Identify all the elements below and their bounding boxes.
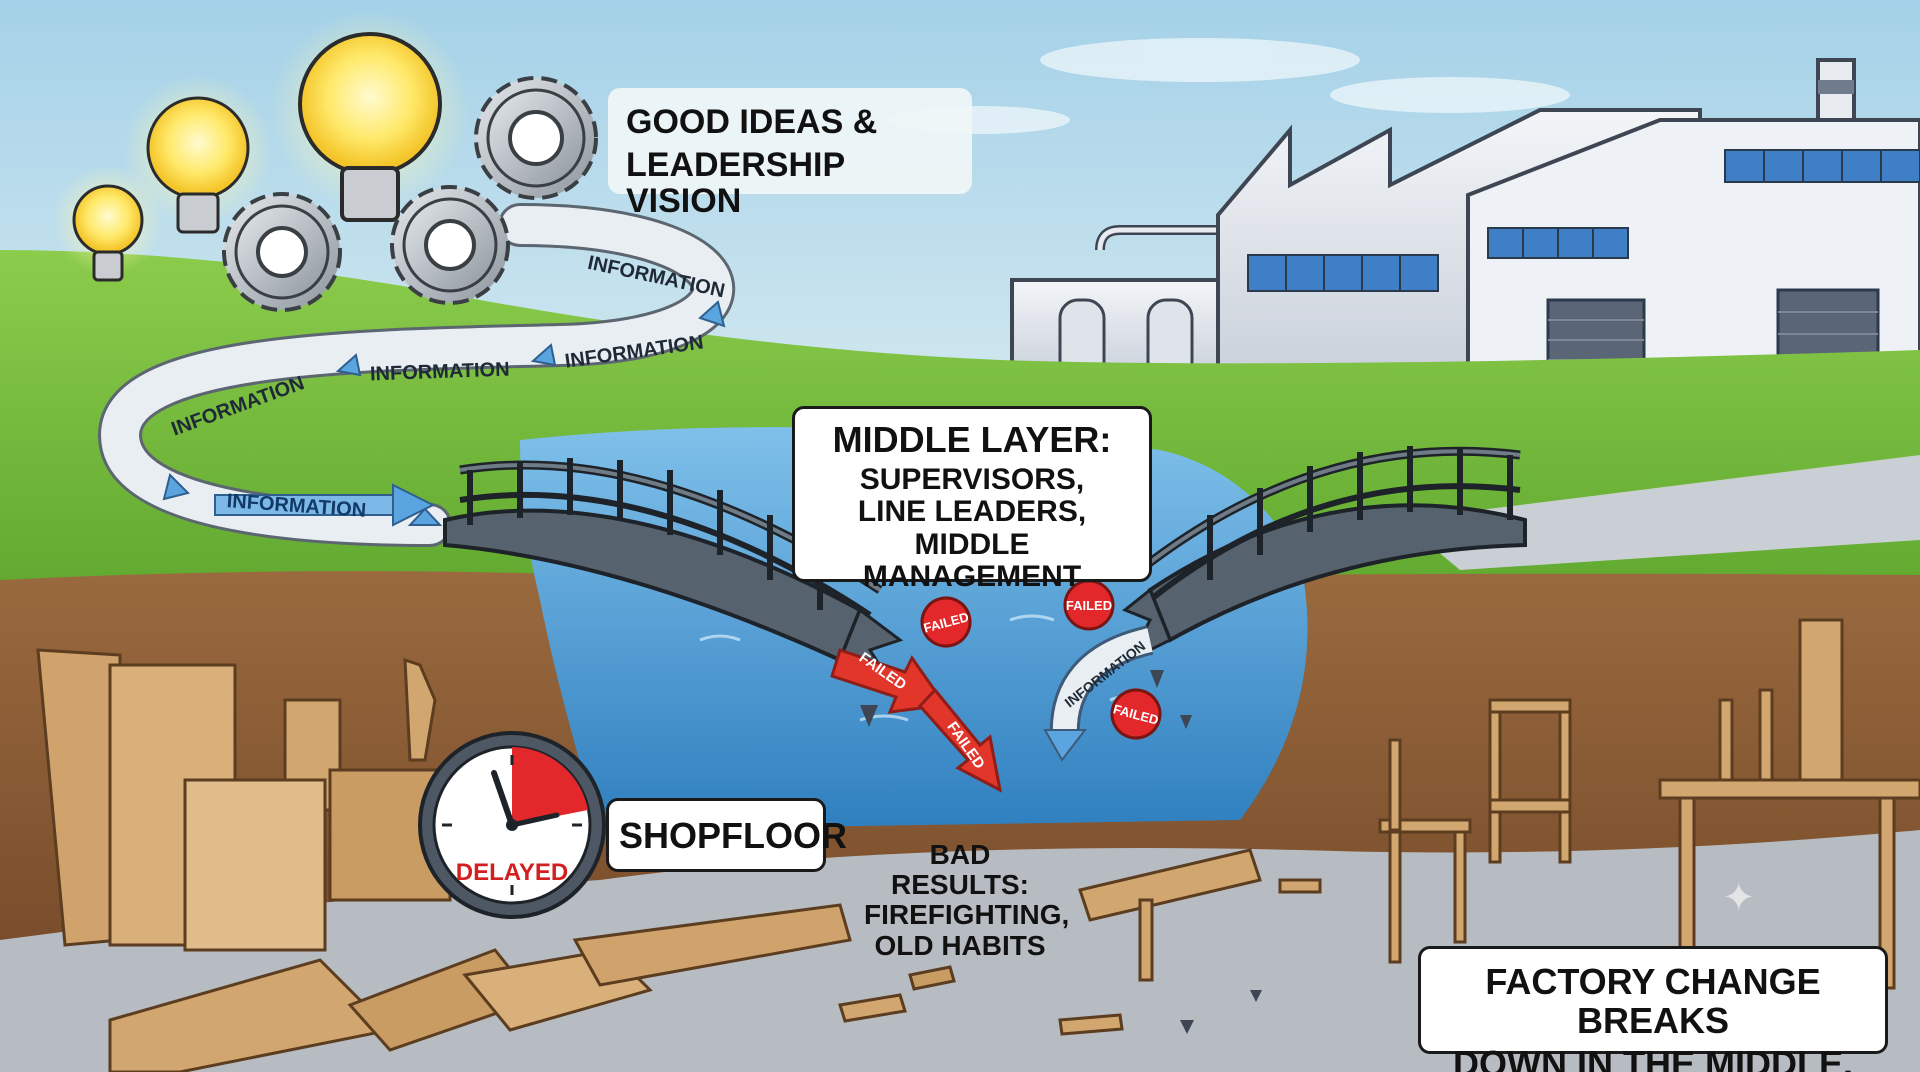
information-falling-arrowhead <box>1043 729 1088 762</box>
bad-results-line: FIREFIGHTING, <box>864 899 1070 931</box>
broken-bridge-right <box>1122 446 1527 664</box>
leadership-vision-line1: GOOD IDEAS & <box>626 103 878 141</box>
leadership-vision-label: GOOD IDEAS & LEADERSHIP VISION <box>608 88 972 220</box>
information-arrows <box>162 300 726 527</box>
broken-furniture-right <box>1078 618 1920 990</box>
clock-label: DELAYED <box>456 859 568 886</box>
middle-layer-item: MIDDLE MANAGEMENT <box>862 527 1082 594</box>
sparkle-icon: ✦ <box>1722 875 1756 921</box>
conclusion-box: FACTORY CHANGE BREAKS DOWN IN THE MIDDLE… <box>1418 946 1888 1072</box>
factory-illustration <box>1010 58 1920 382</box>
failed-badge: FAILED <box>1063 579 1115 631</box>
middle-layer-box: MIDDLE LAYER: SUPERVISORS, LINE LEADERS,… <box>792 406 1152 593</box>
shopfloor-label: SHOPFLOOR <box>606 798 847 872</box>
information-label: INFORMATION <box>370 359 510 386</box>
bad-results-line: OLD HABITS <box>874 929 1046 961</box>
lightbulb-icon <box>53 165 163 282</box>
leadership-vision-line2: LEADERSHIP VISION <box>626 145 845 221</box>
gear-icon <box>222 192 342 312</box>
information-flow-path <box>97 203 736 547</box>
middle-layer-item: SUPERVISORS, <box>859 462 1085 496</box>
clock-icon <box>418 731 606 919</box>
bad-results-line: BAD RESULTS: <box>891 839 1029 901</box>
lightbulb-icon <box>123 75 273 234</box>
gear-icon <box>474 76 598 200</box>
failed-badge: FAILED <box>920 596 972 648</box>
failed-badge: FAILED <box>1110 688 1162 740</box>
middle-layer-item: LINE LEADERS, <box>857 495 1087 529</box>
clouds <box>890 38 1570 134</box>
road <box>1400 455 1920 570</box>
lightbulb-icon <box>270 10 470 222</box>
middle-layer-title: MIDDLE LAYER: <box>832 419 1112 460</box>
failed-arrows <box>830 648 1003 793</box>
gear-icon <box>390 185 510 305</box>
conclusion-line1: FACTORY CHANGE BREAKS <box>1485 961 1821 1041</box>
bad-results-label: BAD RESULTS: FIREFIGHTING, OLD HABITS <box>860 836 1070 960</box>
conclusion-line2: DOWN IN THE MIDDLE. <box>1453 1042 1853 1072</box>
bridge-debris <box>860 670 1262 1034</box>
svg-text:FAILED: FAILED <box>1066 598 1112 613</box>
broken-furniture-left <box>36 648 1124 1072</box>
